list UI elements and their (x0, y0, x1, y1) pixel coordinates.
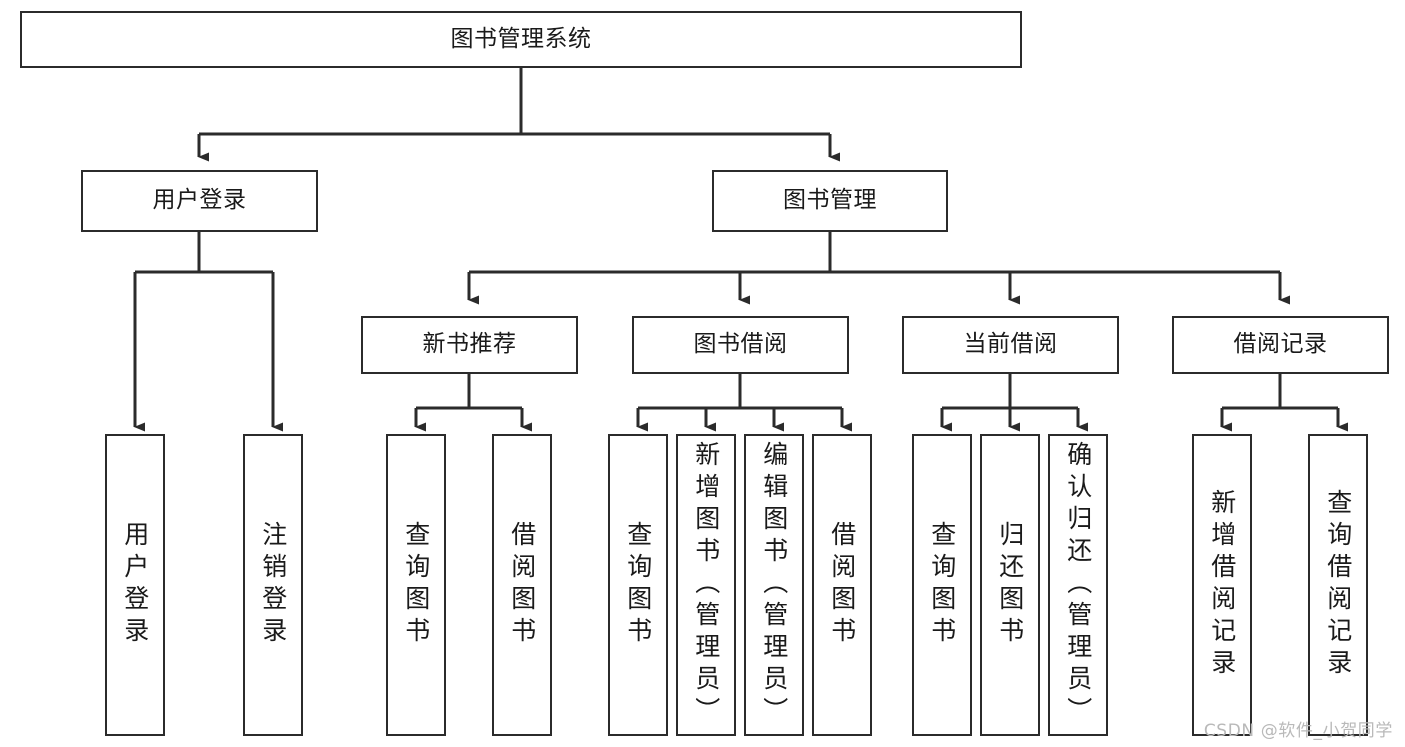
node-leaf-confirm-return-label: 确认归还（管理员） (1063, 441, 1093, 729)
node-current-borrow-label: 当前借阅 (963, 331, 1058, 358)
node-leaf-query-book-1-label: 查询图书 (401, 521, 431, 649)
node-leaf-edit-book-label: 编辑图书（管理员） (759, 441, 789, 729)
node-leaf-add-record[interactable]: 新增借阅记录 (1192, 434, 1252, 736)
node-leaf-borrow-book-1-label: 借阅图书 (507, 521, 537, 649)
node-leaf-edit-book[interactable]: 编辑图书（管理员） (744, 434, 804, 736)
node-leaf-query-book-3[interactable]: 查询图书 (912, 434, 972, 736)
node-book-manage-label: 图书管理 (783, 187, 877, 214)
node-leaf-confirm-return[interactable]: 确认归还（管理员） (1048, 434, 1108, 736)
node-leaf-query-book-2[interactable]: 查询图书 (608, 434, 668, 736)
node-leaf-borrow-book-1[interactable]: 借阅图书 (492, 434, 552, 736)
node-book-borrow[interactable]: 图书借阅 (632, 316, 849, 374)
node-leaf-user-login-label: 用户登录 (120, 521, 150, 649)
node-leaf-borrow-book-2-label: 借阅图书 (827, 521, 857, 649)
node-leaf-borrow-book-2[interactable]: 借阅图书 (812, 434, 872, 736)
node-leaf-user-login[interactable]: 用户登录 (105, 434, 165, 736)
node-leaf-query-record-label: 查询借阅记录 (1323, 489, 1353, 681)
node-book-borrow-label: 图书借阅 (693, 331, 788, 358)
node-leaf-query-book-3-label: 查询图书 (927, 521, 957, 649)
node-new-book-recommend-label: 新书推荐 (422, 331, 517, 358)
node-leaf-return-book[interactable]: 归还图书 (980, 434, 1040, 736)
csdn-watermark: CSDN @软件_小贺同学 (1203, 721, 1393, 741)
node-leaf-add-book[interactable]: 新增图书（管理员） (676, 434, 736, 736)
node-borrow-record-label: 借阅记录 (1233, 331, 1328, 358)
node-borrow-record[interactable]: 借阅记录 (1172, 316, 1389, 374)
node-leaf-query-book-1[interactable]: 查询图书 (386, 434, 446, 736)
node-leaf-add-record-label: 新增借阅记录 (1207, 489, 1237, 681)
node-new-book-recommend[interactable]: 新书推荐 (361, 316, 578, 374)
node-leaf-query-record[interactable]: 查询借阅记录 (1308, 434, 1368, 736)
node-current-borrow[interactable]: 当前借阅 (902, 316, 1119, 374)
node-root-label: 图书管理系统 (450, 25, 592, 52)
node-user-login[interactable]: 用户登录 (81, 170, 318, 232)
node-leaf-logout-login-label: 注销登录 (258, 521, 288, 649)
node-user-login-label: 用户登录 (152, 187, 247, 214)
node-leaf-logout-login[interactable]: 注销登录 (243, 434, 303, 736)
node-leaf-add-book-label: 新增图书（管理员） (691, 441, 721, 729)
node-root[interactable]: 图书管理系统 (20, 11, 1022, 68)
node-leaf-return-book-label: 归还图书 (995, 521, 1025, 649)
node-book-manage[interactable]: 图书管理 (712, 170, 948, 232)
node-leaf-query-book-2-label: 查询图书 (623, 521, 653, 649)
